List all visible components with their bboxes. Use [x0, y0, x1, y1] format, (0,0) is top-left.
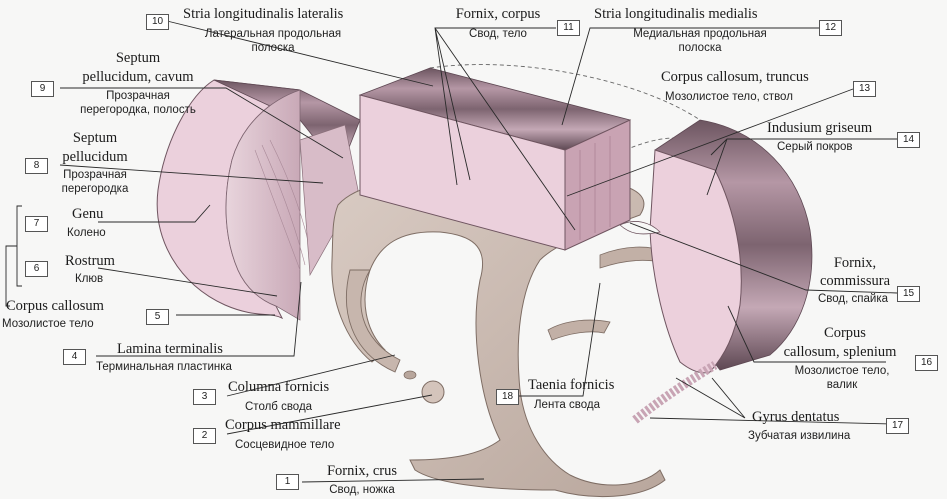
- label-13-russian: Мозолистое тело, ствол: [665, 92, 793, 104]
- label-number-8: 8: [25, 158, 48, 174]
- dentate-gyrus: [635, 365, 715, 420]
- label-4-russian: Терминальная пластинка: [96, 362, 232, 374]
- label-16-latin-line2: callosum, splenium: [765, 345, 915, 360]
- label-14-russian: Серый покров: [777, 142, 853, 154]
- label-11-latin: Fornix, corpus: [438, 7, 558, 22]
- label-number-14: 14: [897, 132, 920, 148]
- label-4-latin: Lamina terminalis: [117, 342, 223, 357]
- label-9-russian-line2: перегородка, полость: [68, 105, 208, 117]
- label-number-15: 15: [897, 286, 920, 302]
- label-14-latin: Indusium griseum: [767, 121, 872, 136]
- label-8-russian-line2: перегородка: [50, 184, 140, 196]
- label-2-russian: Сосцевидное тело: [235, 440, 334, 452]
- label-number-3: 3: [193, 389, 216, 405]
- label-number-16: 16: [915, 355, 938, 371]
- label-16-russian-line1: Мозолистое тело,: [767, 366, 917, 378]
- label-15-latin-line1: Fornix,: [805, 256, 905, 271]
- label-17-latin: Gyrus dentatus: [752, 410, 839, 425]
- label-16-russian-line2: валик: [767, 380, 917, 392]
- label-10-russian-line1: Латеральная продольная: [183, 29, 363, 41]
- label-9-latin-line2: pellucidum, cavum: [68, 70, 208, 85]
- label-10-latin: Stria longitudinalis lateralis: [183, 7, 343, 22]
- label-number-10: 10: [146, 14, 169, 30]
- label-13-latin: Corpus callosum, truncus: [661, 70, 809, 85]
- label-12-russian-line1: Медиальная продольная: [605, 29, 795, 41]
- label-number-11: 11: [557, 20, 580, 36]
- label-8-latin-line1: Septum: [50, 131, 140, 146]
- label-6-latin: Rostrum: [65, 254, 115, 269]
- label-1-russian: Свод, ножка: [302, 485, 422, 497]
- label-15-russian: Свод, спайка: [818, 294, 888, 306]
- label-number-13: 13: [853, 81, 876, 97]
- label-9-russian-line1: Прозрачная: [68, 91, 208, 103]
- label-8-russian-line1: Прозрачная: [50, 170, 140, 182]
- label-16-latin-line1: Corpus: [780, 326, 910, 341]
- mammillary-body: [422, 381, 444, 403]
- label-3-russian: Столб свода: [245, 402, 312, 414]
- label-number-5: 5: [146, 309, 169, 325]
- label-number-17: 17: [886, 418, 909, 434]
- label-1-latin: Fornix, crus: [302, 464, 422, 479]
- label-8-latin-line2: pellucidum: [50, 150, 140, 165]
- label-2-latin: Corpus mammillare: [225, 418, 341, 433]
- label-number-1: 1: [276, 474, 299, 490]
- label-number-4: 4: [63, 349, 86, 365]
- label-15-latin-line2: commissura: [805, 274, 905, 289]
- label-3-latin: Columna fornicis: [228, 380, 329, 395]
- label-17-russian: Зубчатая извилина: [748, 431, 850, 443]
- label-7-russian: Колено: [67, 228, 106, 240]
- label-10-russian-line2: полоска: [183, 43, 363, 55]
- label-number-9: 9: [31, 81, 54, 97]
- label-12-latin: Stria longitudinalis medialis: [594, 7, 758, 22]
- label-number-18: 18: [496, 389, 519, 405]
- label-number-2: 2: [193, 428, 216, 444]
- label-12-russian-line2: полоска: [605, 43, 795, 55]
- label-number-12: 12: [819, 20, 842, 36]
- label-7-latin: Genu: [72, 207, 103, 222]
- label-11-russian: Свод, тело: [438, 29, 558, 41]
- label-18-latin: Taenia fornicis: [528, 378, 614, 393]
- label-18-russian: Лента свода: [534, 400, 600, 412]
- label-6-russian: Клюв: [75, 274, 103, 286]
